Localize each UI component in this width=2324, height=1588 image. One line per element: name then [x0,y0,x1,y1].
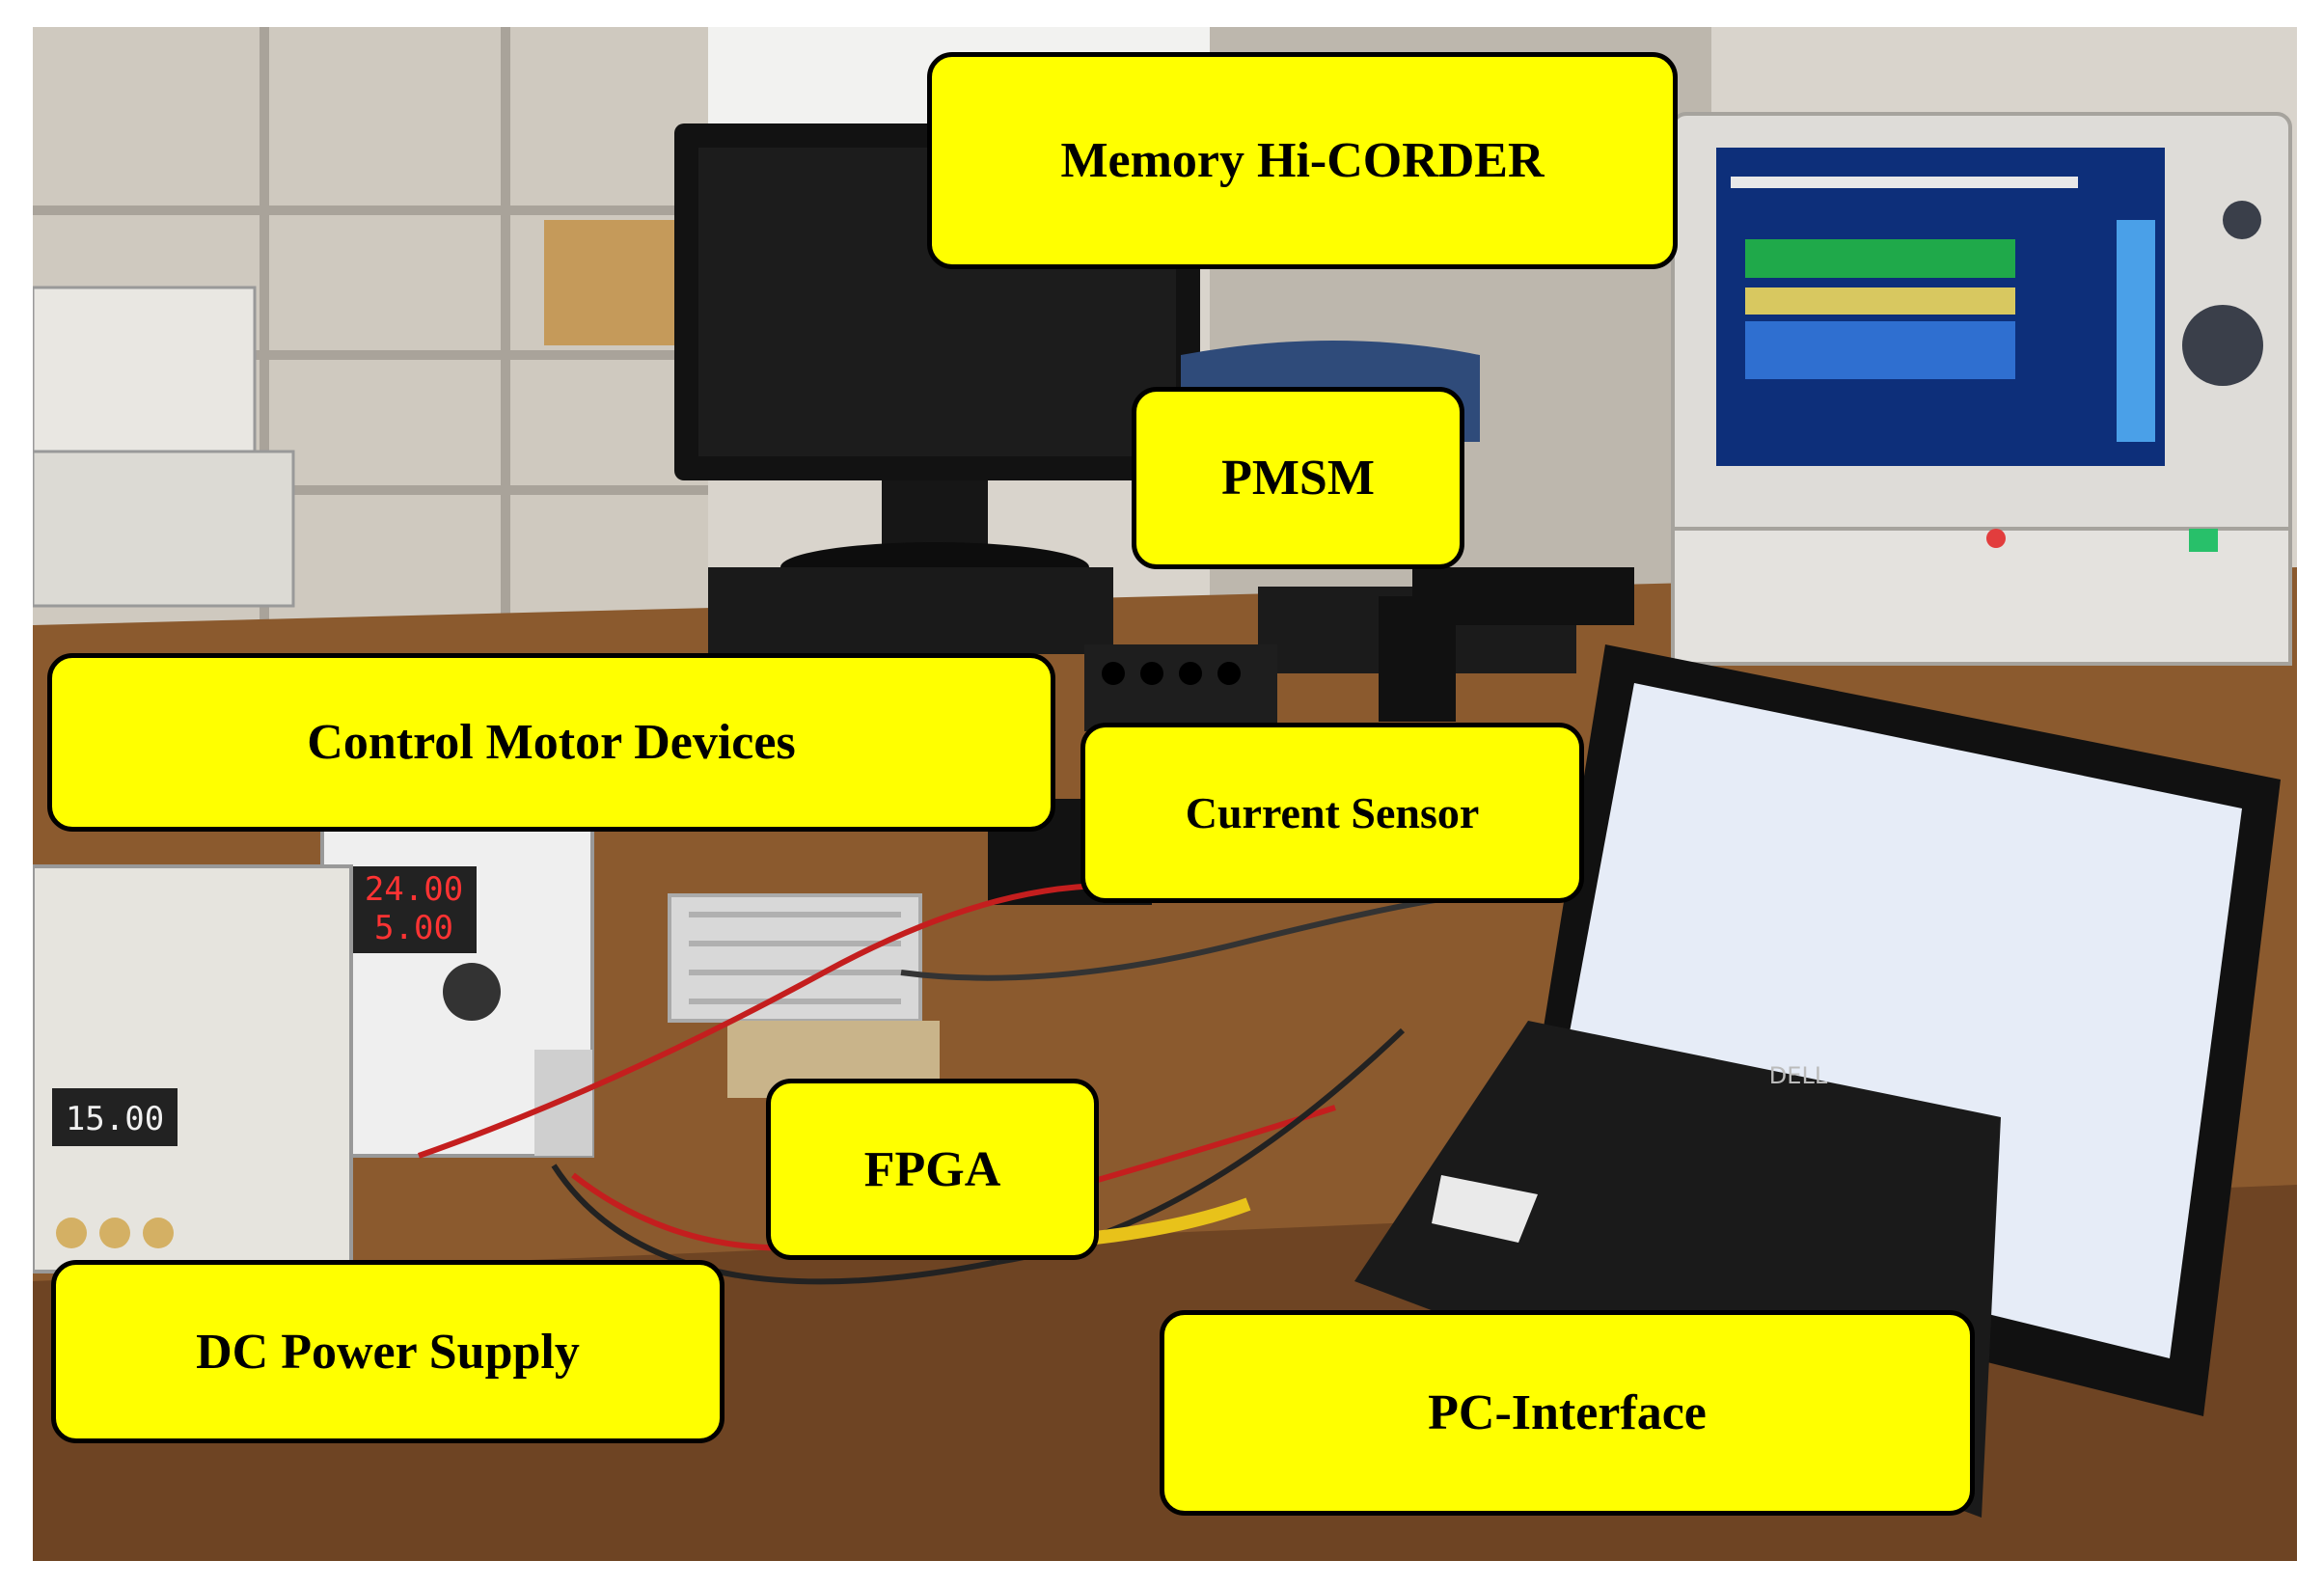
monitor-stand [708,567,1113,654]
dc-power-supply-unit [33,864,353,1273]
label-control-motor-devices-text: Control Motor Devices [307,715,796,770]
label-fpga: FPGA [766,1079,1099,1260]
motor-mount [1412,567,1634,625]
label-current-sensor: Current Sensor [1080,723,1584,903]
control-supply-current-readout: 5.00 [374,909,453,947]
label-control-motor-devices: Control Motor Devices [47,653,1055,832]
label-current-sensor-text: Current Sensor [1185,788,1480,837]
label-pmsm-text: PMSM [1221,451,1375,506]
label-pmsm: PMSM [1132,387,1464,569]
waveform-yellow [1745,287,2015,315]
label-memory-hicorder-text: Memory Hi-CORDER [1060,133,1545,188]
laptop-brand-logo: DELL [1769,1062,1828,1089]
label-dc-power-supply-text: DC Power Supply [196,1324,580,1380]
label-pc-interface-text: PC-Interface [1428,1385,1707,1440]
left-instrument-bottom [33,450,295,608]
left-instrument-top [33,286,257,453]
dc-supply-readout: 15.00 [66,1100,164,1138]
control-supply-voltage-readout: 24.00 [365,870,463,909]
hicorder-record-button [1986,529,2006,548]
label-pc-interface: PC-Interface [1160,1310,1975,1516]
hicorder-base [1671,527,2292,666]
waveform-green [1745,239,2015,278]
label-dc-power-supply: DC Power Supply [51,1260,725,1443]
label-memory-hicorder: Memory Hi-CORDER [927,52,1678,269]
control-box [1084,644,1277,731]
label-fpga-text: FPGA [863,1141,1001,1197]
waveform-blue [1745,321,2015,379]
shelf-boxes [544,220,689,345]
